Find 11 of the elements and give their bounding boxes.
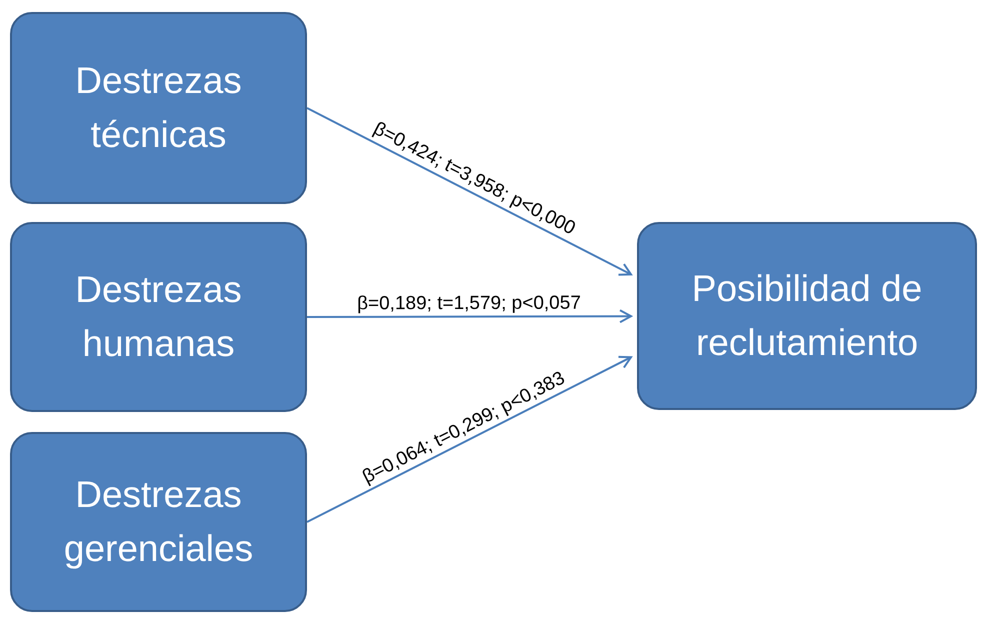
process-box: [10, 432, 307, 612]
process-box: [637, 222, 977, 410]
box-label: Destrezas gerenciales: [62, 473, 254, 571]
box-label: Destrezas humanas: [74, 268, 243, 366]
arrow: [306, 356, 632, 523]
process-box: [10, 12, 307, 204]
box-label: Posibilidad de reclutamiento: [690, 267, 924, 365]
box-label: Destrezas técnicas: [74, 59, 243, 157]
arrow: [307, 309, 632, 324]
arrow: [306, 107, 632, 276]
process-box: [10, 222, 307, 412]
